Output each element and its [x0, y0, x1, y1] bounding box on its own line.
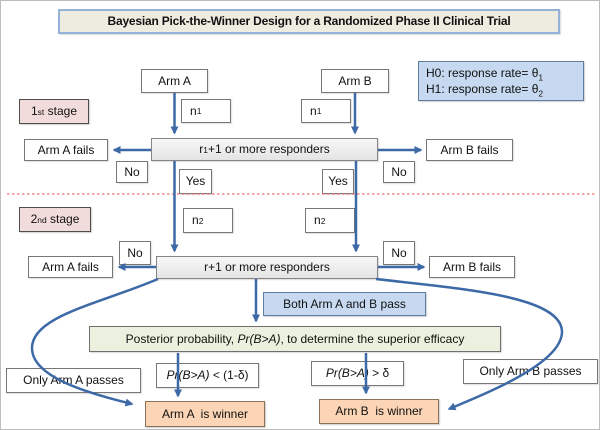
node-arm-a: Arm A	[141, 69, 208, 93]
node-arm-b-winner: Arm B is winner	[319, 399, 439, 424]
node-both-pass: Both Arm A and B pass	[263, 292, 426, 316]
edge-label-no-left-stage2: No	[119, 241, 151, 265]
hypotheses-box: H0: response rate= θ1 H1: response rate=…	[418, 61, 584, 101]
hypothesis-h1: H1: response rate= θ2	[426, 81, 544, 98]
edge-label-yes-right: Yes	[322, 169, 354, 194]
diagram-title: Bayesian Pick-the-Winner Design for a Ra…	[58, 9, 560, 34]
node-rule-b: Pr(B>A) > δ	[311, 361, 404, 386]
hypothesis-h0: H0: response rate= θ1	[426, 65, 544, 83]
edge-label-no-left-stage1: No	[116, 161, 148, 183]
node-arm-a-fails-stage2: Arm A fails	[28, 256, 113, 278]
edge-label-yes-left: Yes	[179, 169, 212, 194]
node-posterior-probability: Posterior probability, Pr(B>A), to deter…	[89, 326, 501, 352]
node-stage2-decision: r+1 or more responders	[156, 256, 378, 279]
node-arm-b-fails-stage2: Arm B fails	[429, 256, 515, 278]
node-only-arm-b-passes: Only Arm B passes	[463, 359, 598, 384]
edge-label-no-right-stage1: No	[383, 161, 415, 183]
node-only-arm-a-passes: Only Arm A passes	[6, 368, 141, 393]
node-rule-a: Pr(B>A) < (1-δ)	[156, 363, 259, 388]
edge-label-no-right-stage2: No	[383, 241, 415, 265]
node-arm-a-winner: Arm A is winner	[145, 401, 265, 427]
node-arm-b: Arm B	[321, 69, 389, 93]
node-arm-b-fails-stage1: Arm B fails	[426, 139, 513, 161]
node-arm-a-fails-stage1: Arm A fails	[24, 139, 108, 161]
